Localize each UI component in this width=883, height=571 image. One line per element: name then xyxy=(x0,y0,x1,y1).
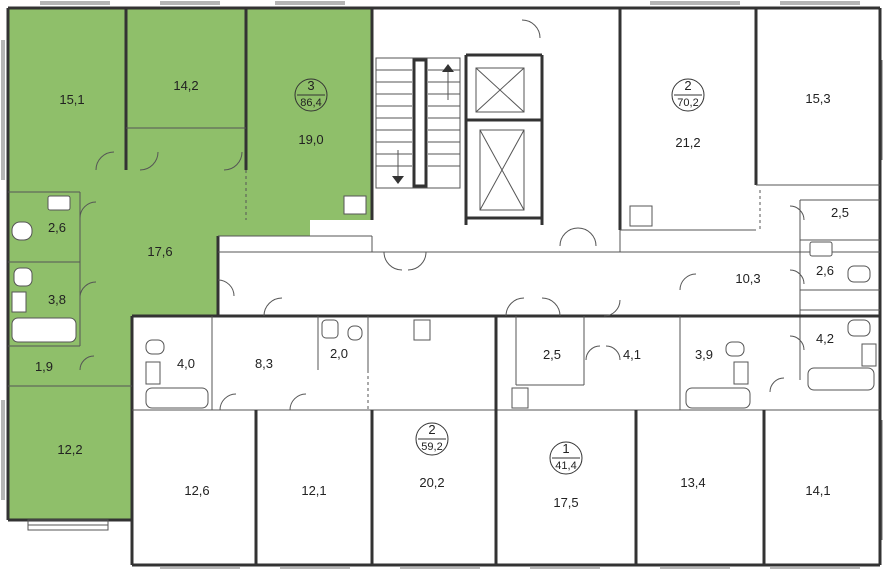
apartment-3-room-selected[interactable] xyxy=(8,8,372,520)
apartment-badge-2-center[interactable]: 2 59,2 xyxy=(415,422,449,456)
doors xyxy=(79,19,805,411)
room-area-2-6-right: 2,6 xyxy=(816,263,834,278)
staircase xyxy=(375,57,461,189)
apartment-2-center-total-area: 59,2 xyxy=(421,441,442,453)
apartment-3-rooms: 3 xyxy=(307,78,314,93)
room-area-15-1: 15,1 xyxy=(59,92,84,107)
room-area-12-1: 12,1 xyxy=(301,483,326,498)
room-area-17-6: 17,6 xyxy=(147,244,172,259)
room-area-12-6: 12,6 xyxy=(184,483,209,498)
room-area-3-9: 3,9 xyxy=(695,347,713,362)
apartment-1-total-area: 41,4 xyxy=(555,460,576,472)
room-area-20-2: 20,2 xyxy=(419,475,444,490)
bathroom-fixtures xyxy=(11,195,877,409)
elevators xyxy=(475,67,525,211)
apartment-2-center-rooms: 2 xyxy=(428,422,435,437)
apartment-3-total-area: 86,4 xyxy=(300,97,321,109)
apartment-badge-2-right[interactable]: 2 70,2 xyxy=(671,78,705,112)
room-area-10-3: 10,3 xyxy=(735,271,760,286)
apartment-badge-1[interactable]: 1 41,4 xyxy=(549,441,583,475)
room-area-2-5-right: 2,5 xyxy=(831,205,849,220)
room-area-2-0: 2,0 xyxy=(330,346,348,361)
room-area-14-2: 14,2 xyxy=(173,78,198,93)
apartment-3-fill xyxy=(8,8,372,520)
room-area-4-2: 4,2 xyxy=(816,331,834,346)
room-area-2-6-left: 2,6 xyxy=(48,220,66,235)
room-area-14-1: 14,1 xyxy=(805,483,830,498)
room-area-2-5-mid: 2,5 xyxy=(543,347,561,362)
room-area-13-4: 13,4 xyxy=(680,475,705,490)
room-area-3-8: 3,8 xyxy=(48,292,66,307)
dashed-separators xyxy=(245,170,761,410)
room-area-12-2: 12,2 xyxy=(57,442,82,457)
room-labels: 15,1 14,2 19,0 2,6 17,6 3,8 1,9 12,2 21,… xyxy=(35,78,849,510)
apartment-2-right-total-area: 70,2 xyxy=(677,97,698,109)
room-area-1-9: 1,9 xyxy=(35,359,53,374)
room-area-21-2: 21,2 xyxy=(675,135,700,150)
interior-walls xyxy=(8,8,880,565)
room-area-15-3: 15,3 xyxy=(805,91,830,106)
corridor xyxy=(218,230,880,253)
room-area-4-1: 4,1 xyxy=(623,347,641,362)
room-area-17-5: 17,5 xyxy=(553,495,578,510)
apartment-badge-3[interactable]: 3 86,4 xyxy=(294,78,328,112)
room-area-8-3: 8,3 xyxy=(255,356,273,371)
room-area-4-0: 4,0 xyxy=(177,356,195,371)
apartment-1-rooms: 1 xyxy=(562,441,569,456)
apartment-2-right-rooms: 2 xyxy=(684,78,691,93)
room-area-19-0: 19,0 xyxy=(298,132,323,147)
